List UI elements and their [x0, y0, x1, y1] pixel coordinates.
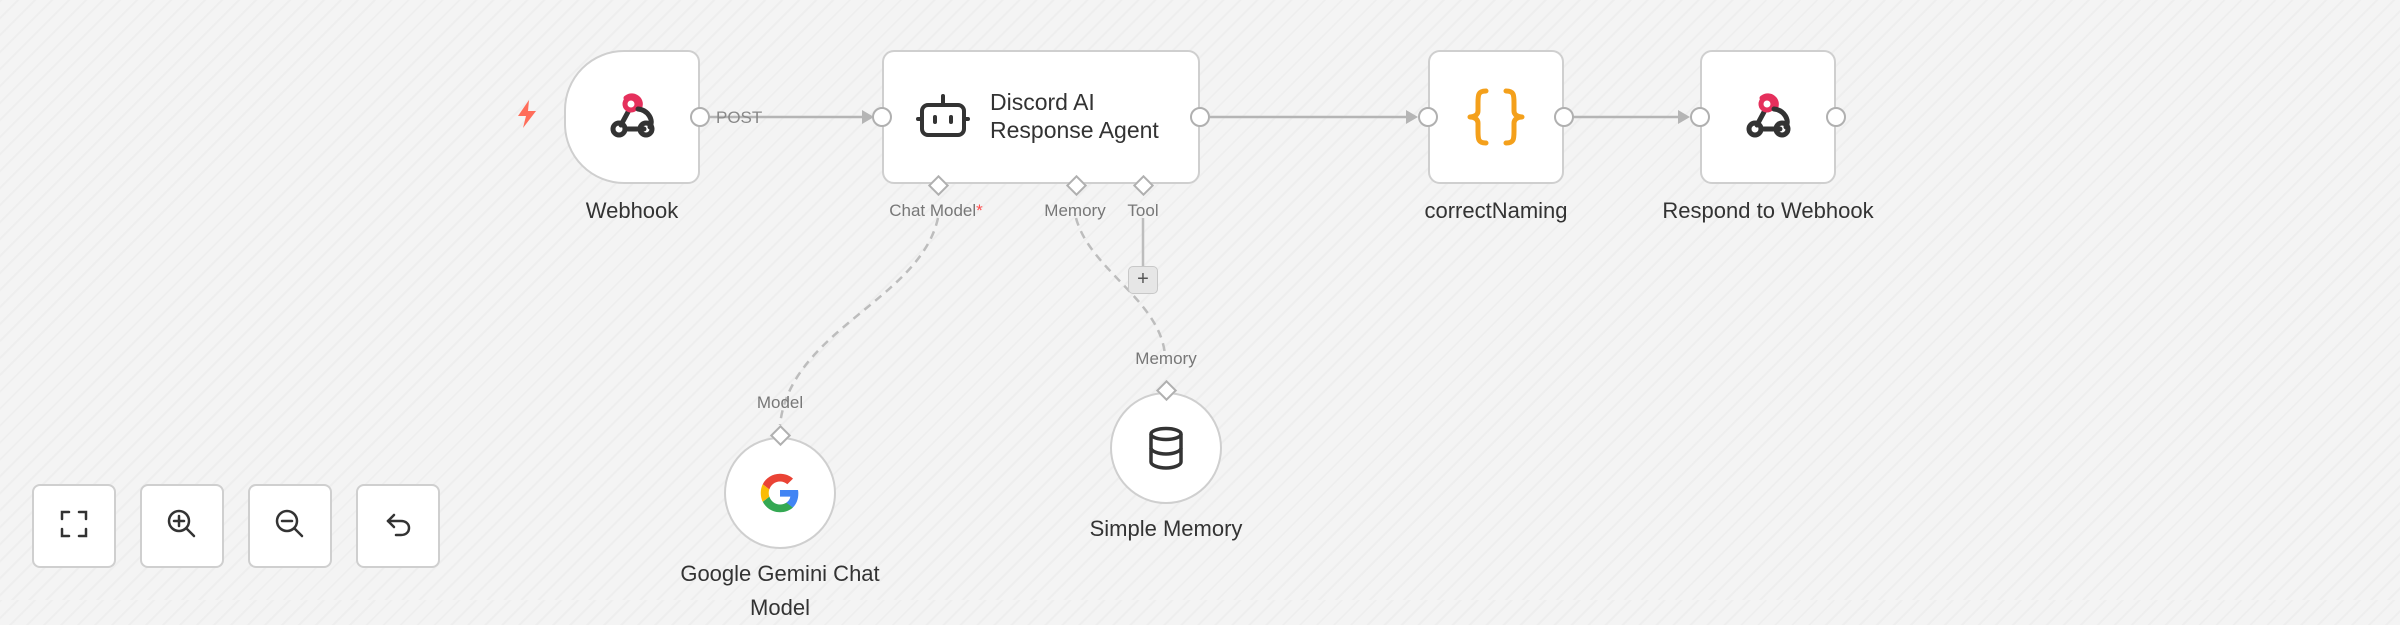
edge-arrow-agent-correctnaming: [1406, 110, 1418, 124]
fit-view-icon: [59, 509, 89, 544]
agent-title-line1: Discord AI: [990, 89, 1095, 115]
zoom-out-button[interactable]: [248, 484, 332, 568]
agent-node-title: Discord AI Response Agent: [990, 88, 1190, 144]
agent-input-port[interactable]: [872, 107, 892, 127]
correct-naming-output-port[interactable]: [1554, 107, 1574, 127]
chat-model-input-label: Chat Model*: [889, 201, 983, 221]
chat-model-label-text: Chat Model: [889, 201, 977, 220]
correct-naming-node-label: correctNaming: [1424, 198, 1568, 223]
add-tool-button[interactable]: +: [1128, 266, 1158, 294]
simple-memory-node-label: Simple Memory: [1089, 516, 1243, 541]
discord-ai-response-agent-node[interactable]: [882, 50, 1200, 184]
edge-arrow-correctnaming-respond: [1678, 110, 1690, 124]
webhook-output-port[interactable]: [690, 107, 710, 127]
memory-input-label: Memory: [1044, 201, 1106, 220]
edge-chatmodel-gemini: [778, 217, 940, 426]
model-port-label: Model: [756, 393, 804, 412]
database-icon: [1146, 426, 1186, 470]
webhook-node-label: Webhook: [585, 198, 679, 223]
webhook-node[interactable]: [564, 50, 700, 184]
memory-port-label: Memory: [1135, 349, 1197, 368]
correct-naming-input-port[interactable]: [1418, 107, 1438, 127]
gemini-node-label: Google Gemini Chat Model: [680, 561, 880, 620]
respond-to-webhook-node[interactable]: [1700, 50, 1836, 184]
robot-icon: [916, 93, 970, 141]
google-icon: [758, 471, 802, 515]
respond-output-port[interactable]: [1826, 107, 1846, 127]
zoom-to-fit-button[interactable]: [32, 484, 116, 568]
webhook-icon: [604, 92, 660, 142]
trigger-bolt-icon: [516, 100, 538, 135]
agent-title-line2: Response Agent: [990, 117, 1159, 143]
google-gemini-chat-model-node[interactable]: [724, 437, 836, 549]
required-marker: *: [976, 201, 983, 220]
undo-icon: [383, 509, 413, 544]
tool-input-label: Tool: [1127, 201, 1159, 220]
correct-naming-node[interactable]: [1428, 50, 1564, 184]
curly-braces-icon: [1466, 87, 1526, 147]
zoom-in-button[interactable]: [140, 484, 224, 568]
zoom-in-icon: [166, 508, 198, 545]
respond-input-port[interactable]: [1690, 107, 1710, 127]
simple-memory-node[interactable]: [1110, 392, 1222, 504]
webhook-icon: [1740, 92, 1796, 142]
reset-zoom-button[interactable]: [356, 484, 440, 568]
agent-output-port[interactable]: [1190, 107, 1210, 127]
zoom-out-icon: [274, 508, 306, 545]
respond-node-label: Respond to Webhook: [1662, 198, 1874, 223]
edge-label-post: POST: [716, 108, 763, 127]
